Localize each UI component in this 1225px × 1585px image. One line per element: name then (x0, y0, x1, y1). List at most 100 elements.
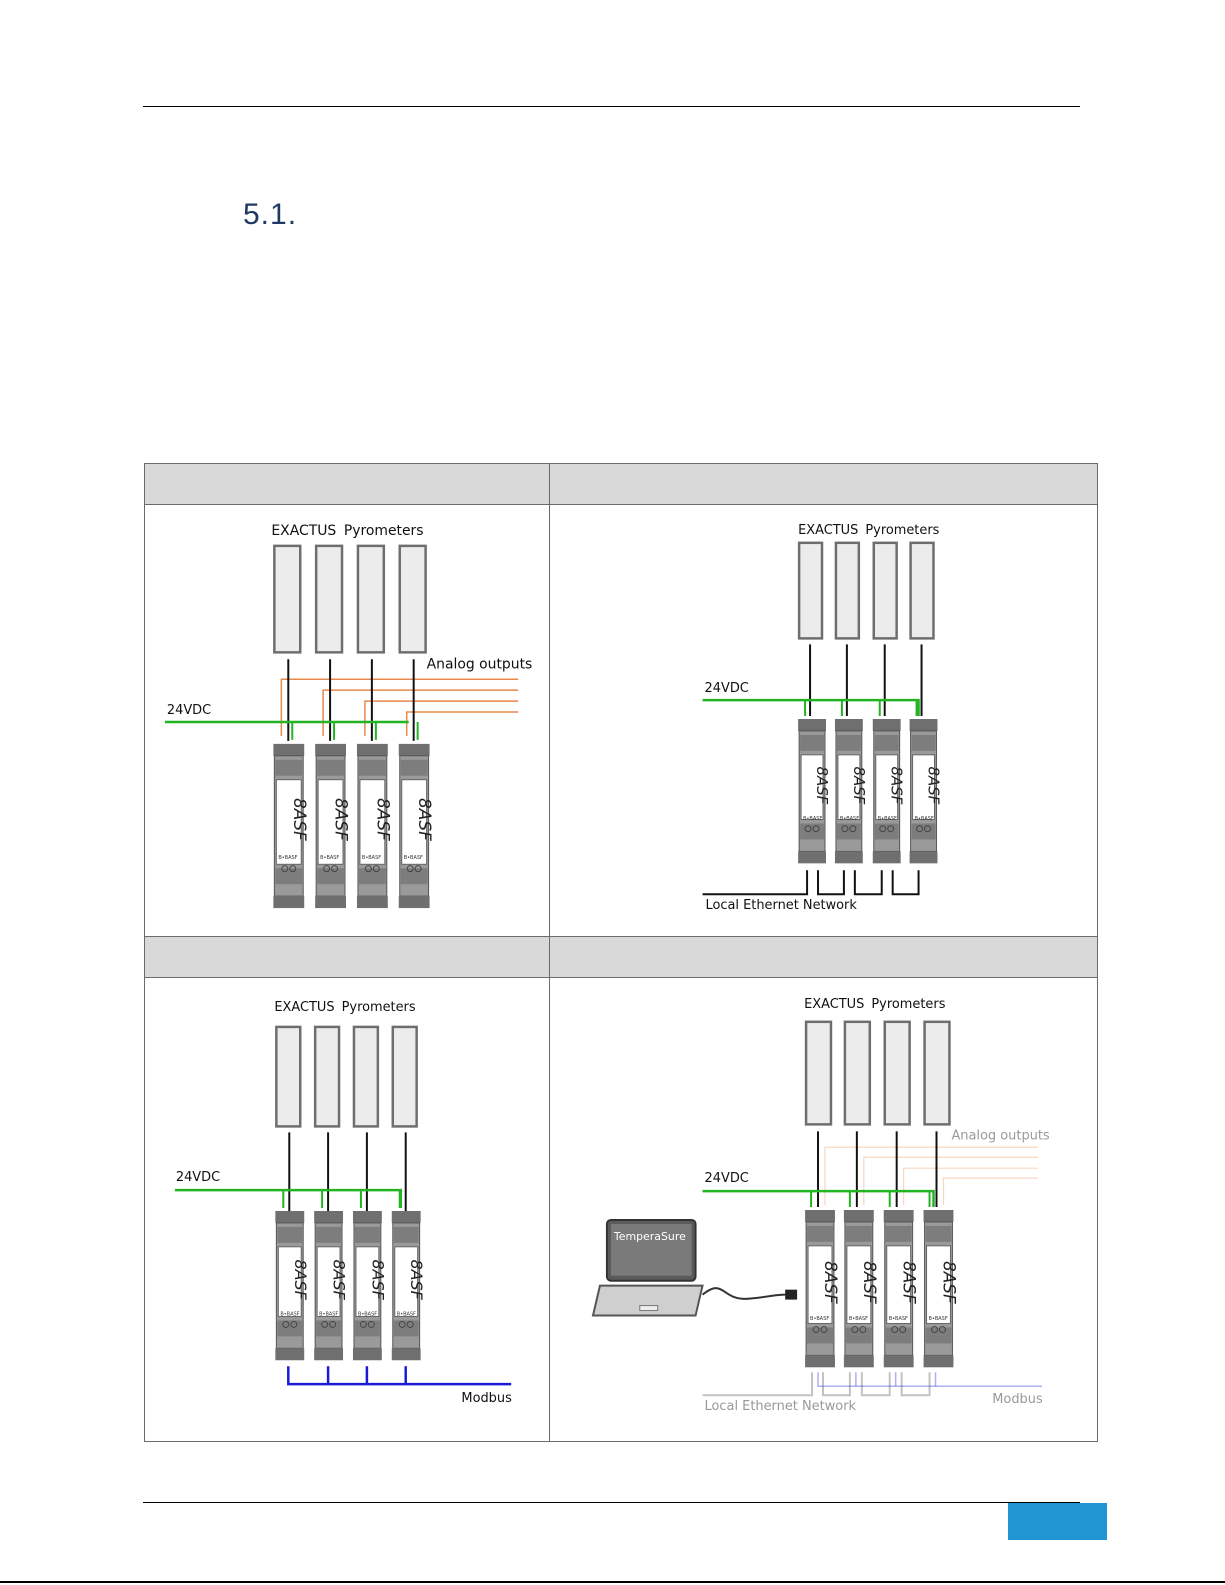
ethernet-label: Local Ethernet Network (706, 898, 858, 913)
transmitter-module: 8ASF B•BASF (805, 1209, 841, 1368)
module-display-text: 8ASF (330, 1260, 349, 1301)
panel-modbus: EXACTUS Pyrometers 24VDC 8ASF B•BASF 8ASF B•BA… (144, 977, 550, 1442)
module-brand-text: B•BASF (929, 1316, 948, 1322)
laptop-touchpad (639, 1305, 659, 1312)
module-brand-text: B•BASF (849, 1316, 868, 1322)
module-brand-text: B•BASF (878, 816, 897, 822)
pyrometers-label: Pyrometers (342, 1000, 416, 1015)
laptop-display (610, 1223, 692, 1276)
ethernet-label: Local Ethernet Network (705, 1399, 857, 1414)
transmitter-module: 8ASF B•BASF (872, 719, 906, 864)
module-display-text: 8ASF (888, 767, 906, 805)
table-header-cell-4 (549, 936, 1098, 978)
footer-rule (143, 1502, 1080, 1503)
module-display-text: 8ASF (407, 1260, 426, 1301)
modbus-label: Modbus (461, 1391, 512, 1406)
module-brand-text: B•BASF (278, 855, 297, 861)
power-label: 24VDC (176, 1170, 220, 1185)
module-display-text: 8ASF (813, 767, 831, 805)
analog-output-wire (405, 711, 519, 736)
transmitter-module: 8ASF B•BASF (352, 1210, 387, 1361)
analog-outputs-label: Analog outputs (951, 1128, 1049, 1143)
module-brand-text: B•BASF (358, 1311, 377, 1317)
pyrometer-sensor (923, 1020, 951, 1126)
module-display-text: 8ASF (925, 767, 943, 805)
module-display-text: 8ASF (373, 798, 393, 841)
module-brand-text: B•BASF (320, 855, 339, 861)
ethernet-link (891, 870, 920, 896)
pyrometer-sensor (834, 541, 861, 640)
pyrometer-sensor (391, 1025, 418, 1128)
pyrometer-sensor (314, 544, 344, 654)
section-heading: 5.1. (243, 198, 298, 231)
pyrometer-sensor (313, 1025, 341, 1128)
analog-output-wire (824, 1146, 1039, 1206)
page-bottom-border (0, 1581, 1225, 1583)
software-name-label: TemperaSure (613, 1230, 686, 1243)
module-brand-text: B•BASF (803, 816, 822, 822)
diagram-modbus: EXACTUS Pyrometers 24VDC 8ASF B•BASF 8ASF B•BA… (174, 1000, 512, 1406)
ethernet-cable (702, 870, 809, 896)
power-label: 24VDC (167, 703, 211, 718)
analog-output-wire (903, 1167, 1039, 1206)
power-label: 24VDC (705, 681, 749, 696)
header-rule (143, 106, 1080, 107)
module-display-text: 8ASF (291, 1260, 310, 1301)
pyrometers-label: Pyrometers (871, 997, 945, 1012)
module-display-text: 8ASF (850, 767, 868, 805)
pyrometer-sensor (275, 1025, 302, 1128)
module-brand-text: B•BASF (319, 1311, 338, 1317)
pyrometer-sensor (398, 544, 427, 654)
ethernet-cable (702, 1372, 814, 1397)
ethernet-link (900, 1372, 931, 1397)
pyrometer-sensor (352, 1025, 380, 1128)
pyrometer-sensor (909, 541, 935, 640)
module-brand-text: B•BASF (362, 855, 381, 861)
module-brand-text: B•BASF (889, 1316, 908, 1322)
module-display-text: 8ASF (368, 1260, 387, 1301)
modbus-bus (287, 1366, 512, 1386)
module-brand-text: B•BASF (404, 855, 423, 861)
ethernet-link (817, 870, 845, 896)
transmitter-module: 8ASF B•BASF (909, 719, 943, 864)
pyrometer-sensor (356, 544, 386, 654)
module-display-text: 8ASF (415, 798, 435, 841)
module-display-text: 8ASF (900, 1261, 920, 1304)
pyrometers-label: Pyrometers (344, 523, 424, 539)
pyrometers-label: Pyrometers (865, 523, 939, 538)
module-brand-text: B•BASF (810, 1316, 829, 1322)
usb-cable (701, 1287, 786, 1300)
exactus-label: EXACTUS (274, 1000, 334, 1015)
exactus-label: EXACTUS (804, 997, 864, 1012)
modbus-bus (817, 1372, 1043, 1387)
module-brand-text: B•BASF (840, 816, 859, 822)
page-number-tab (1008, 1503, 1107, 1540)
table-header-cell-2 (549, 463, 1098, 505)
analog-output-wire (942, 1177, 1039, 1206)
transmitter-module: 8ASF B•BASF (798, 719, 831, 864)
modbus-label: Modbus (992, 1392, 1043, 1407)
ethernet-link (853, 870, 883, 896)
usb-connector (785, 1289, 798, 1300)
module-display-text: 8ASF (290, 798, 310, 841)
module-brand-text: B•BASF (915, 816, 934, 822)
module-display-text: 8ASF (821, 1261, 841, 1304)
transmitter-module: 8ASF B•BASF (356, 743, 393, 909)
transmitter-module: 8ASF B•BASF (883, 1209, 920, 1368)
pyrometer-sensor (843, 1020, 872, 1126)
transmitter-module: 8ASF B•BASF (834, 719, 868, 864)
table-header-cell-3 (144, 936, 550, 978)
analog-outputs-label: Analog outputs (427, 656, 533, 672)
pyrometer-sensor (273, 544, 302, 654)
